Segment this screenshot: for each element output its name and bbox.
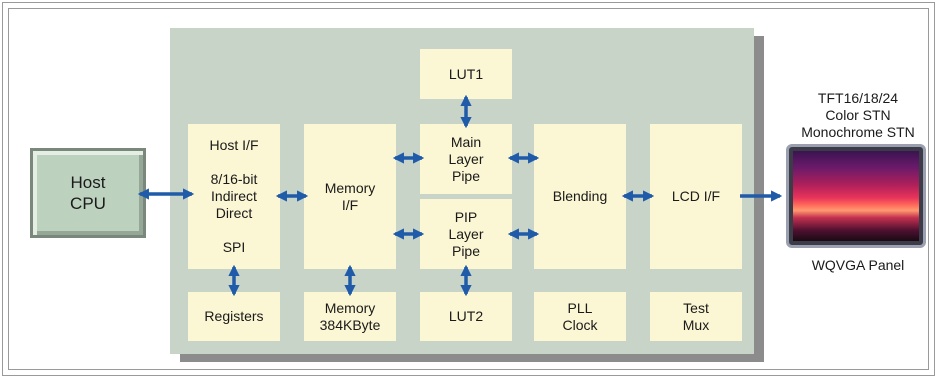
host-if-indirect: Indirect (211, 188, 257, 204)
panel-label: WQVGA Panel (811, 257, 905, 273)
memory-if-line-1: Memory (324, 179, 376, 196)
test-mux-line-2: Mux (682, 316, 710, 333)
inner-frame (8, 8, 929, 370)
main-layer-pipe-line-1: Main (450, 133, 482, 150)
host-if-direct: Direct (215, 205, 253, 221)
main-layer-pipe-block: Main Layer Pipe (420, 124, 512, 194)
pip-layer-pipe-line-2: Layer (448, 225, 484, 242)
main-layer-pipe-line-2: Layer (448, 150, 484, 167)
pip-layer-pipe-line-3: Pipe (451, 242, 481, 259)
memory-if-block: Memory I/F (304, 124, 396, 269)
panel-type-2: Color STN (825, 107, 891, 123)
host-cpu-line-2: CPU (70, 194, 106, 213)
host-cpu-block: Host CPU (30, 148, 146, 238)
blending-label: Blending (552, 188, 608, 204)
pll-clock-block: PLL Clock (534, 292, 626, 341)
panel-type-1: TFT16/18/24 (817, 90, 899, 106)
registers-block: Registers (188, 292, 280, 341)
pll-clock-line-2: Clock (562, 316, 598, 333)
lcd-if-label: LCD I/F (671, 188, 721, 204)
memory-if-line-2: I/F (341, 196, 359, 213)
registers-label: Registers (204, 308, 264, 324)
pll-clock-line-1: PLL (567, 299, 593, 316)
test-mux-line-1: Test (683, 299, 709, 316)
panel-type-3: Monochrome STN (801, 124, 915, 140)
main-layer-pipe-line-3: Pipe (451, 167, 481, 184)
lut2-label: LUT2 (448, 308, 484, 324)
memory-384k-block: Memory 384KByte (304, 292, 396, 341)
pip-layer-pipe-line-1: PIP (454, 208, 478, 225)
blending-block: Blending (534, 124, 626, 269)
pip-layer-pipe-block: PIP Layer Pipe (420, 199, 512, 269)
test-mux-block: Test Mux (650, 292, 742, 341)
memory-384k-line-2: 384KByte (319, 316, 381, 333)
outer-frame (2, 2, 935, 376)
lut1-block: LUT1 (420, 49, 512, 99)
host-if-spi: SPI (222, 239, 246, 255)
lcd-panel-image (786, 144, 926, 248)
host-cpu-line-1: Host (70, 173, 106, 192)
lut1-label: LUT1 (448, 65, 484, 82)
lut2-block: LUT2 (420, 292, 512, 341)
lcd-if-block: LCD I/F (650, 124, 742, 269)
host-if-block: Host I/F 8/16-bit Indirect Direct SPI (188, 124, 280, 269)
sunset-screen (793, 151, 919, 241)
host-if-bus: 8/16-bit (210, 171, 258, 187)
memory-384k-line-1: Memory (324, 299, 376, 316)
host-if-title: Host I/F (209, 137, 259, 153)
